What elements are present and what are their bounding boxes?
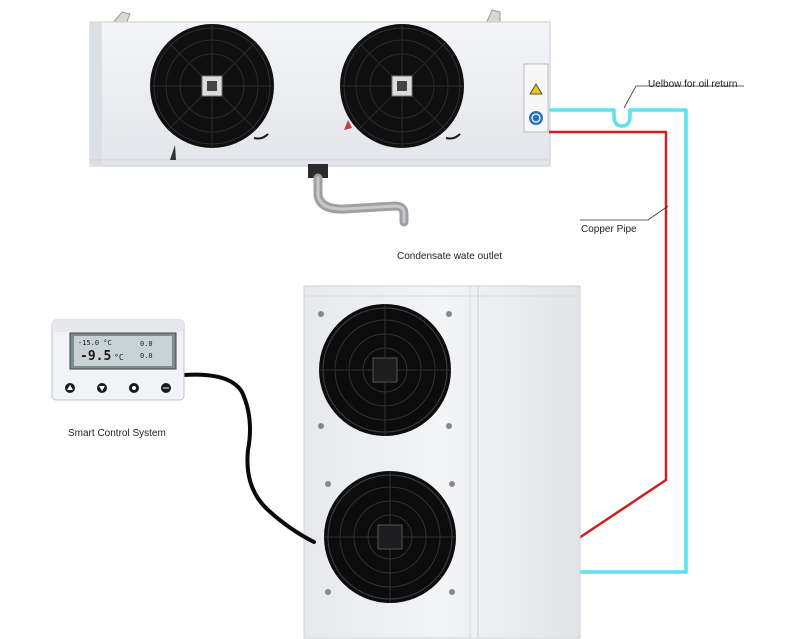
liquid-line-pipe bbox=[549, 108, 688, 574]
condensate-hose bbox=[313, 173, 409, 227]
condensing-unit bbox=[303, 285, 581, 639]
uelbow-label: Uelbow for oil return bbox=[648, 79, 738, 90]
controller-side-value-1: 0.0 bbox=[140, 340, 153, 348]
controller-cable bbox=[182, 372, 316, 544]
copper-pipe-leader-line bbox=[580, 205, 669, 221]
evaporator-label-sticker bbox=[523, 63, 549, 133]
controller-side-value-2: 0.0 bbox=[140, 352, 153, 360]
evaporator-side-panel bbox=[90, 22, 102, 166]
controller: -15.0 °C -9.5 °C 0.0 0.0 bbox=[51, 319, 316, 544]
condenser-fan-bottom bbox=[324, 471, 456, 603]
logo-icon bbox=[529, 111, 543, 125]
suction-line-pipe bbox=[549, 130, 668, 546]
controller-status-line: -15.0 °C bbox=[78, 339, 112, 347]
condensate-outlet-label: Condensate wate outlet bbox=[397, 251, 503, 262]
smart-control-label: Smart Control System bbox=[68, 428, 166, 439]
refrigerant-pipes bbox=[549, 85, 744, 574]
drain-fitting bbox=[308, 164, 328, 178]
controller-buttons bbox=[65, 383, 171, 393]
condenser-fan-top bbox=[318, 304, 452, 436]
controller-display-unit: °C bbox=[114, 353, 124, 362]
evaporator-fan-right bbox=[340, 24, 464, 148]
controller-display-value: -9.5 bbox=[80, 349, 111, 364]
uelbow-leader-line bbox=[623, 85, 744, 109]
evaporator-fan-left bbox=[150, 24, 274, 160]
evaporator-unit bbox=[89, 9, 551, 227]
copper-pipe-label: Copper Pipe bbox=[581, 224, 637, 235]
